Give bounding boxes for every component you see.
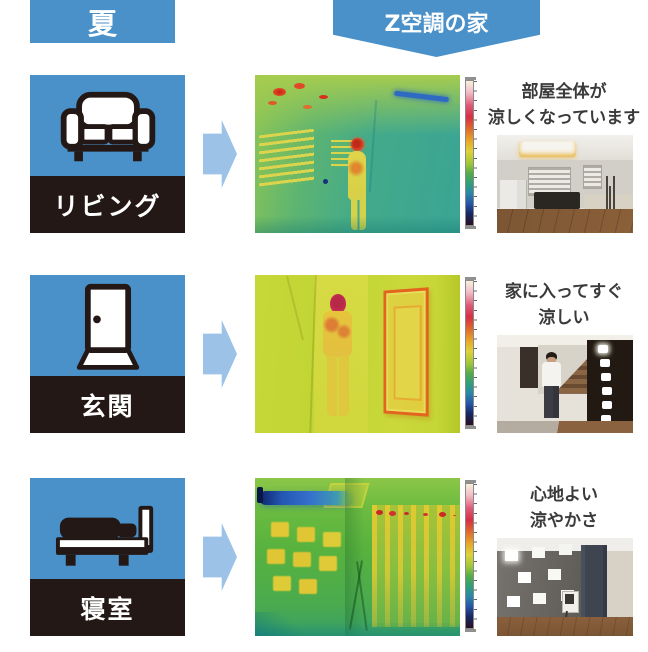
bed-icon: [55, 505, 153, 566]
z-aircon-banner: Z空調の家: [333, 0, 540, 57]
curtain-heat-stripes: [371, 504, 460, 627]
season-label: 夏: [87, 6, 117, 41]
thermal-image-bedroom: [255, 478, 477, 636]
row-bedroom: 寝室 心地よい 涼やかさ: [0, 478, 648, 636]
photo-living: [497, 135, 633, 233]
photo-entrance: [497, 335, 633, 433]
photo-bedroom: [497, 538, 633, 636]
wall-lights-warmspots: [271, 522, 289, 537]
ac-cold-airflow: [259, 490, 352, 505]
caption-entrance: 家に入ってすぐ 涼しい: [480, 280, 648, 331]
season-header: 夏: [30, 0, 175, 43]
person-head-hotspot: [351, 138, 365, 152]
caption-line-1: 家に入ってすぐ: [504, 282, 624, 302]
right-arrow-icon: [203, 523, 237, 591]
caption-line-2: 涼しい: [538, 307, 590, 328]
ceiling-lights-hotspots: [273, 88, 286, 96]
room-label: 玄関: [80, 391, 135, 421]
temperature-scale-bar: [465, 277, 477, 429]
thermal-plot-entrance: [255, 275, 460, 433]
thermal-plot-bedroom: [255, 478, 460, 636]
row-living: リビング 部屋全体が 涼しくなっています: [0, 75, 648, 233]
temperature-scale-bar: [465, 77, 477, 229]
sofa-icon: [60, 91, 155, 162]
thermal-plot-living: [255, 75, 460, 233]
room-label-band: リビング: [30, 176, 185, 233]
room-tile-living: リビング: [30, 75, 185, 233]
room-label-band: 寝室: [30, 579, 185, 636]
door-icon: [76, 283, 139, 370]
caption-line-1: 心地よい: [530, 485, 598, 505]
front-door-heat: [383, 287, 429, 418]
banner-label: Z空調の家: [384, 12, 489, 37]
caption-line-2: 涼しくなっています: [487, 107, 641, 128]
right-arrow-icon: [203, 120, 237, 188]
room-label-band: 玄関: [30, 376, 185, 433]
room-label: リビング: [53, 191, 162, 221]
row-entrance: 玄関 家に入ってすぐ 涼しい: [0, 275, 648, 433]
room-label: 寝室: [80, 594, 135, 624]
caption-line-2: 涼やかさ: [530, 510, 598, 531]
caption-line-1: 部屋全体が: [521, 82, 607, 102]
caption-bedroom: 心地よい 涼やかさ: [480, 483, 648, 534]
room-tile-entrance: 玄関: [30, 275, 185, 433]
thermal-image-entrance: [255, 275, 477, 433]
person-head-hotspot: [329, 293, 346, 313]
caption-living: 部屋全体が 涼しくなっています: [480, 80, 648, 131]
thermal-image-living: [255, 75, 477, 233]
temperature-scale-bar: [465, 480, 477, 632]
room-tile-bedroom: 寝室: [30, 478, 185, 636]
right-arrow-icon: [203, 320, 237, 388]
